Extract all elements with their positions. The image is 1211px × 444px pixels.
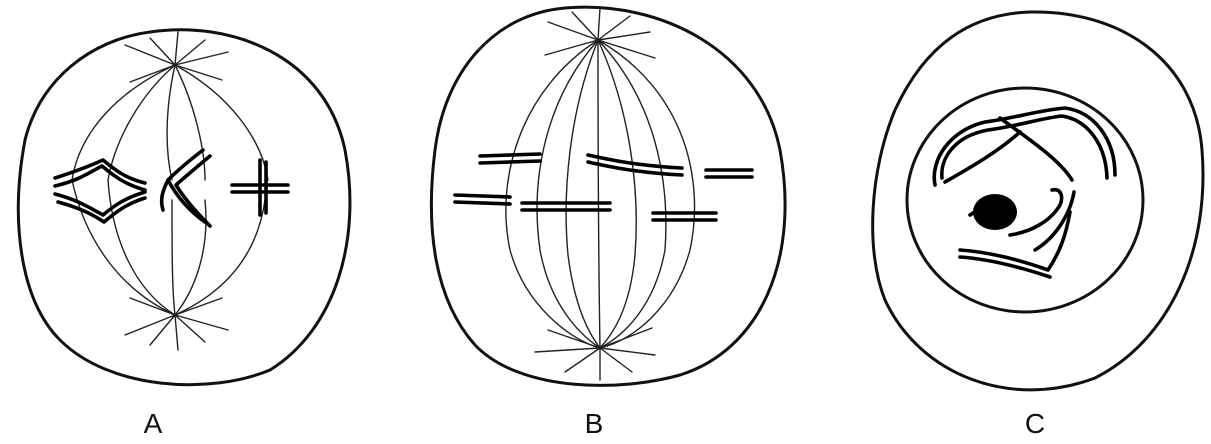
panel-a-cell-membrane	[18, 30, 350, 385]
panel-a-top-aster	[125, 32, 228, 82]
panel-a-bivalent-left	[55, 160, 145, 222]
panel-b-bottom-aster	[535, 328, 655, 380]
panel-label-b: B	[585, 408, 604, 439]
panel-a-bottom-aster	[125, 298, 228, 350]
panel-label-c: C	[1025, 408, 1045, 439]
panel-b-spindle-fibers	[506, 40, 695, 348]
panel-c-cell	[873, 12, 1203, 390]
panel-c-nucleolus	[973, 194, 1017, 230]
panel-c-cell-membrane	[873, 12, 1203, 390]
panel-label-a: A	[144, 408, 163, 439]
panel-b-cell	[431, 7, 785, 385]
panel-b-top-aster	[545, 8, 655, 58]
panel-a-cell	[18, 30, 350, 385]
panel-b-chromosomes	[455, 154, 752, 220]
panel-a-spindle-fibers	[72, 65, 268, 315]
panel-a-bivalent-right	[232, 160, 288, 215]
panel-c-chromatin	[934, 108, 1115, 277]
